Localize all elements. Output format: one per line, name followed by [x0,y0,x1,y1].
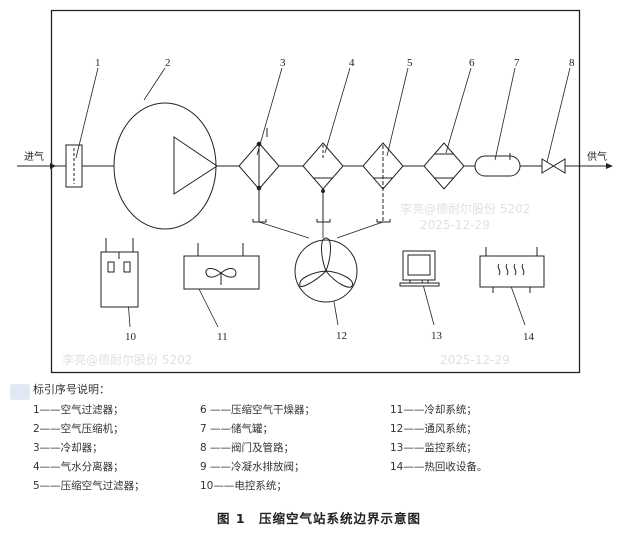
callout-8: 8 [569,57,575,69]
valve-icon [541,158,566,174]
callout-7: 7 [514,57,520,69]
legend-item: 10——电控系统； [200,480,287,492]
cooler-icon [238,128,280,222]
ventilation-fan-icon [294,237,358,303]
legend-item: 13——监控系统； [390,442,477,454]
leader-lines [75,67,571,328]
callout-labels: 1 2 3 4 5 6 7 8 9 10 11 12 13 14 [95,57,575,343]
callout-1: 1 [95,57,101,69]
legend-item: 14——热回收设备。 [390,461,488,473]
callout-5: 5 [407,57,413,69]
legend-item: 11——冷却系统； [390,404,477,416]
callout-14: 14 [523,331,535,343]
system-boundary [50,9,581,374]
legend-item: 12——通风系统； [390,423,477,435]
legend-item: 1——空气过滤器； [33,404,124,416]
electrical-control-icon [100,238,139,308]
legend-item: 7 ——储气罐； [200,423,274,435]
legend-item: 4——气水分离器； [33,461,124,473]
callout-6: 6 [469,57,475,69]
air-tank-icon [474,155,521,177]
legend-title: 标引序号说明： [33,383,110,396]
air-compressor-icon [113,102,217,230]
callout-13: 13 [431,330,443,342]
water-separator-icon [302,142,344,222]
callout-4: 4 [349,57,355,69]
inlet-arrow-icon [50,163,56,169]
watermarks: 李亮@德耐尔股份 5202 2025-12-29 李亮@德耐尔股份 5202 2… [62,201,530,367]
drain-valve-icon [252,219,391,223]
cooling-system-icon [183,243,260,290]
monitoring-computer-icon [399,250,440,287]
air-dryer-icon [423,142,465,190]
callout-2: 2 [165,57,171,69]
figure-caption: 图 1 压缩空气站系统边界示意图 [216,511,422,526]
watermark-text: 李亮@德耐尔股份 5202 [62,352,192,367]
callout-12: 12 [336,330,347,342]
legend-item: 6 ——压缩空气干燥器； [200,404,316,416]
callout-11: 11 [217,331,228,343]
sac-logo [10,384,30,400]
heat-recovery-icon [479,247,545,293]
inlet-label: 进气 [24,150,44,163]
outlet-arrow-icon [606,163,613,169]
legend-item: 5——压缩空气过滤器； [33,480,145,492]
watermark-date: 2025-12-29 [420,218,490,232]
legend-item: 8 ——阀门及管路； [200,442,295,454]
watermark-text: 李亮@德耐尔股份 5202 [400,201,530,216]
compressed-air-filter-icon [362,142,404,222]
legend-item: 3——冷却器； [33,442,103,454]
legend-item: 9 ——冷凝水排放阀； [200,461,305,473]
callout-10: 10 [125,331,137,343]
legend-item: 2——空气压缩机； [33,423,124,435]
watermark-date: 2025-12-29 [440,353,510,367]
callout-3: 3 [280,57,286,69]
outlet-label: 供气 [587,150,607,163]
